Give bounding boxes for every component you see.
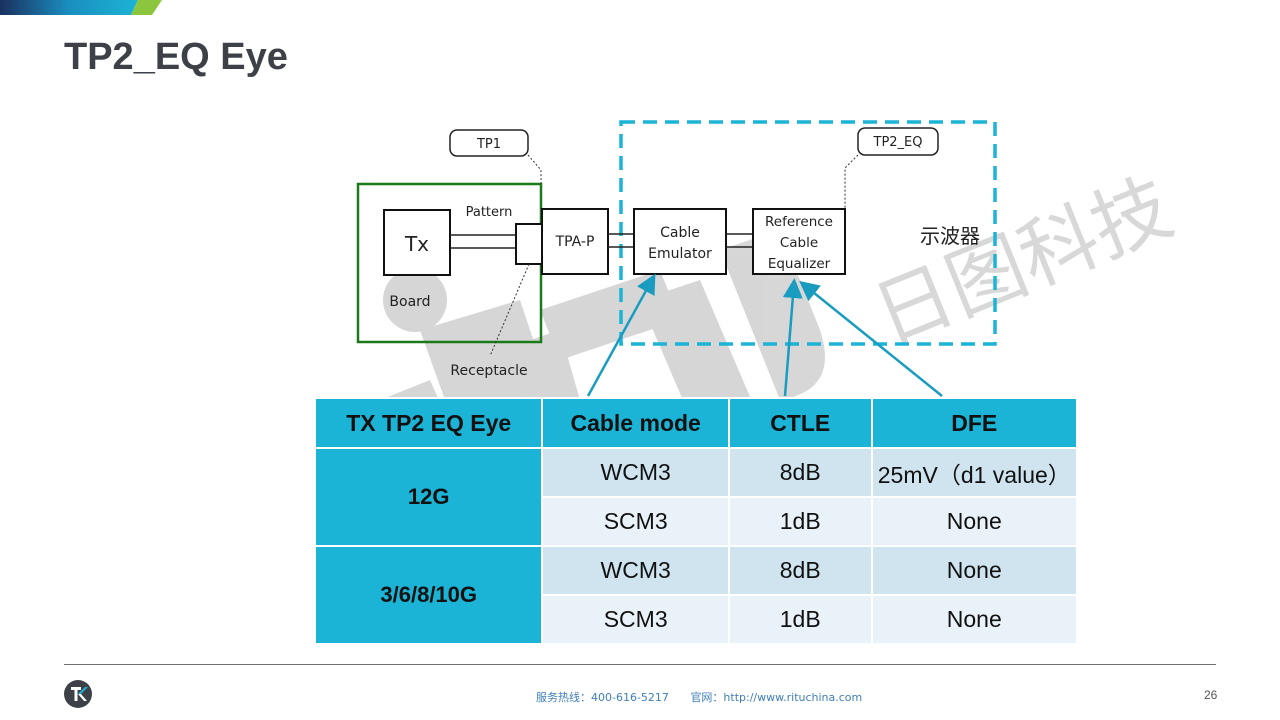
- tpa-p-label: TPA-P: [555, 234, 595, 250]
- arrow-cable-mode: [586, 273, 656, 397]
- page-number: 26: [1204, 688, 1218, 702]
- ctle-cell: 8dB: [727, 545, 873, 596]
- tp2-eq-label: TP2_EQ: [873, 135, 923, 150]
- page-title: TP2_EQ Eye: [64, 36, 288, 78]
- header-eye: TX TP2 EQ Eye: [313, 397, 544, 449]
- tpa-p-box: [541, 208, 609, 275]
- arrow-dfe: [799, 280, 943, 397]
- oscilloscope-label: 示波器: [920, 224, 980, 248]
- cable-mode-cell: SCM3: [541, 594, 730, 645]
- table-row: SCM3 1dB None: [315, 496, 1079, 547]
- footer-contact: 服务热线：400-616-5217 官网：http://www.rituchin…: [536, 689, 880, 705]
- tx-box: [383, 209, 451, 276]
- tp2-eq-callout: [857, 127, 939, 156]
- header-ctle: CTLE: [727, 397, 873, 449]
- dfe-cell: None: [870, 496, 1079, 547]
- cable-mode-cell: SCM3: [541, 496, 730, 547]
- ritu-logo-icon: [64, 680, 92, 708]
- top-accent-bar: [0, 0, 162, 15]
- table-row: SCM3 1dB None: [315, 594, 1079, 645]
- reference-cable-equalizer-box: [752, 208, 846, 275]
- tp1-label: TP1: [476, 137, 501, 152]
- arrow-ctle: [782, 278, 803, 397]
- cable-mode-cell: WCM3: [541, 545, 730, 596]
- tp1-callout: [449, 129, 529, 157]
- receptacle-box: [515, 223, 543, 265]
- table-row: 12G WCM3 8dB 25mV（d1 value）: [313, 447, 1079, 547]
- dfe-cell: None: [870, 594, 1079, 645]
- cable-emulator-label-1: Cable: [660, 225, 700, 241]
- ref-eq-label-2: Cable: [780, 235, 818, 251]
- board-label: Board: [389, 294, 430, 310]
- table-header-row: TX TP2 EQ Eye Cable mode CTLE DFE: [313, 397, 1079, 449]
- tx-label: Tx: [404, 232, 429, 256]
- ref-eq-label-3: Equalizer: [768, 256, 831, 272]
- dfe-cell: None: [870, 545, 1079, 596]
- cable-emulator-label-2: Emulator: [648, 246, 712, 262]
- ref-eq-label-1: Reference: [765, 214, 833, 230]
- ctle-cell: 1dB: [727, 496, 873, 547]
- receptacle-label: Receptacle: [450, 363, 527, 379]
- header-cable-mode: Cable mode: [541, 397, 730, 449]
- header-dfe: DFE: [870, 397, 1079, 449]
- footer-divider: [64, 664, 1216, 665]
- table-row: 3/6/8/10G WCM3 8dB None: [313, 545, 1079, 645]
- dfe-cell: 25mV（d1 value）: [870, 447, 1079, 498]
- speed-cell: 3/6/8/10G: [313, 545, 544, 645]
- ctle-cell: 8dB: [727, 447, 873, 498]
- footer-hotline: 服务热线：400-616-5217: [536, 691, 669, 704]
- cable-emulator-box: [633, 208, 727, 275]
- cable-mode-cell: WCM3: [541, 447, 730, 498]
- eq-settings-table: TX TP2 EQ Eye Cable mode CTLE DFE 12G WC…: [313, 397, 1079, 645]
- footer-website[interactable]: 官网：http://www.rituchina.com: [690, 691, 863, 704]
- pattern-label: Pattern: [466, 205, 513, 220]
- speed-cell: 12G: [313, 447, 544, 547]
- ctle-cell: 1dB: [727, 594, 873, 645]
- oscilloscope-region: [619, 120, 997, 346]
